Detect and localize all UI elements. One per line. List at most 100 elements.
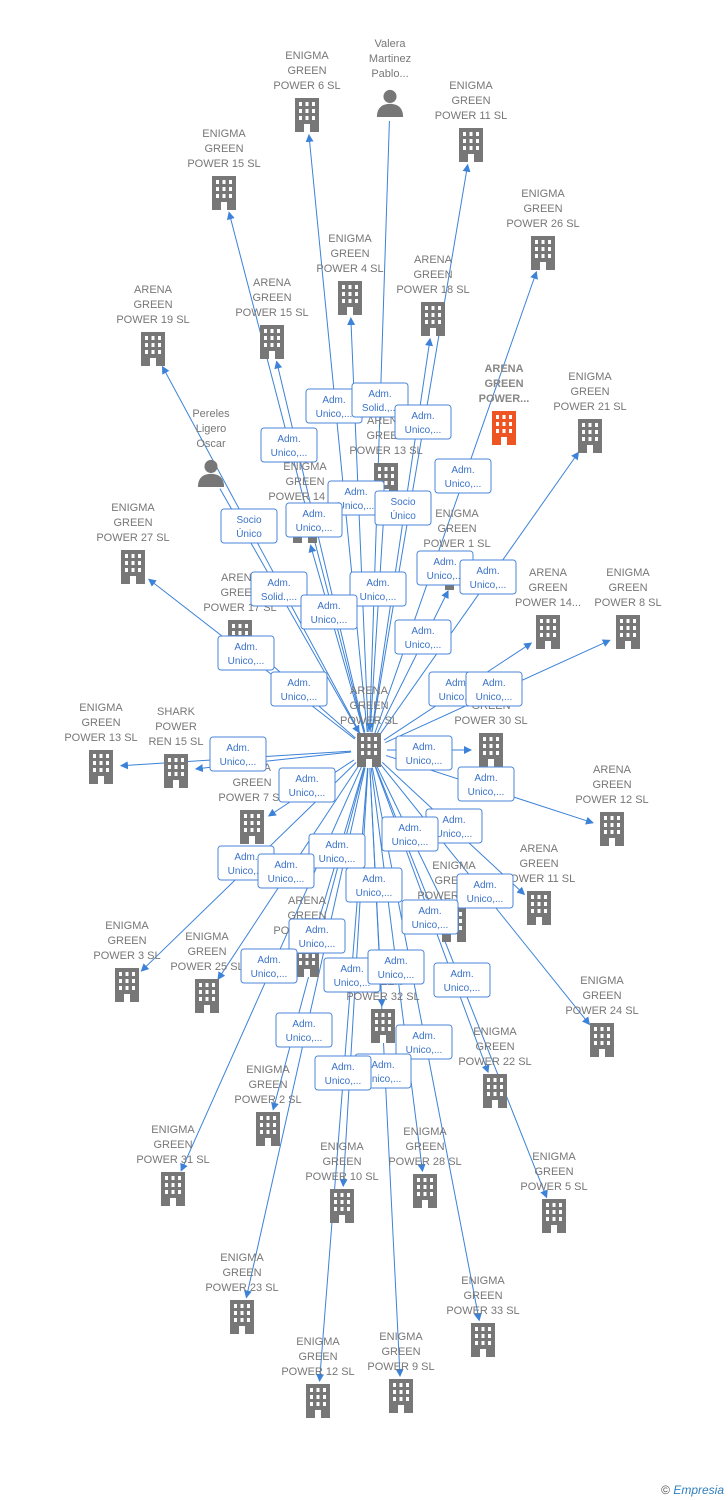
edge-label[interactable]: Adm.Unico,...	[395, 735, 453, 771]
edge-label[interactable]: Adm.Unico,...	[349, 571, 407, 607]
node-label-line: GREEN	[330, 248, 369, 260]
edge-label[interactable]: Adm.Unico,...	[459, 559, 517, 595]
edge-label[interactable]: Adm.Unico,...	[285, 502, 343, 538]
edge-label-text: Unico,...	[251, 969, 288, 980]
edge-label[interactable]: Adm.Unico,...	[275, 1012, 333, 1048]
edge-label[interactable]: Adm.Unico,...	[381, 816, 439, 852]
edge-label[interactable]: Adm.Unico,...	[314, 1055, 372, 1091]
edge-label[interactable]: Adm.Unico,...	[278, 767, 336, 803]
node-label-line: POWER 8 SL	[594, 597, 661, 609]
edge-label[interactable]: Adm.Unico,...	[209, 736, 267, 772]
edge-label[interactable]: Adm.Unico,...	[394, 404, 452, 440]
footer-brand[interactable]: © Empresia	[661, 1483, 724, 1497]
edge-label[interactable]: Adm.Unico,...	[395, 1024, 453, 1060]
edge-label-text: Adm.	[442, 815, 465, 826]
edge-label[interactable]: Adm.Unico,...	[434, 458, 492, 494]
edge-label[interactable]: Adm.Unico,...	[288, 918, 346, 954]
edge-label[interactable]: Adm. Unico,...	[300, 594, 358, 630]
node-label-line: ARENA	[288, 895, 327, 907]
edge-label-text: Adm.	[325, 840, 348, 851]
edge-label[interactable]: Adm.Solid.,...	[250, 571, 308, 607]
edge-label-text: Adm.	[476, 566, 499, 577]
edge-label-box	[367, 949, 425, 985]
edge-label[interactable]: Adm.Unico,...	[308, 833, 366, 869]
edge-label[interactable]: Adm.Solid.,...	[351, 382, 409, 418]
edge-label[interactable]: Adm.Unico,...	[465, 671, 523, 707]
edge-label-text: Adm.	[317, 601, 340, 612]
edge-label[interactable]: Adm.Unico,...	[401, 899, 459, 935]
edge-label[interactable]: Adm.Unico,...	[217, 635, 275, 671]
edge-label-text: Unico,...	[220, 757, 257, 768]
edge-label[interactable]: Adm.Unico,...	[260, 427, 318, 463]
node-label-line: GREEN	[381, 1346, 420, 1358]
edge-label[interactable]: Adm.Unico,...	[394, 619, 452, 655]
node-label-line: GREEN	[248, 1079, 287, 1091]
node-label-line: GREEN	[107, 935, 146, 947]
edge-label-box	[314, 1055, 372, 1091]
building-icon	[306, 1384, 330, 1418]
node-label-line: ENIGMA	[296, 1336, 340, 1348]
node-label-line: POWER 1 SL	[423, 538, 490, 550]
edge-label[interactable]: Adm.Unico,...	[240, 948, 298, 984]
edge-label-box	[433, 962, 491, 998]
building-icon	[89, 750, 113, 784]
edge-label[interactable]: Adm.Unico,...	[456, 873, 514, 909]
edge-label[interactable]: Adm.Unico,...	[257, 853, 315, 889]
edge-label-text: Unico,...	[406, 756, 443, 767]
edge-label-text: Unico,...	[311, 615, 348, 626]
edge-label[interactable]: Adm.Unico,...	[457, 766, 515, 802]
edge-label-text: Unico,...	[228, 656, 265, 667]
edge-label-box	[275, 1012, 333, 1048]
edge-label-box	[401, 899, 459, 935]
edge-label-box	[250, 571, 308, 607]
node-agpw[interactable]: ARENAGREENPOWER...	[479, 363, 530, 445]
edge-label[interactable]: Adm.Unico,...	[367, 949, 425, 985]
edge-label[interactable]: Adm.Unico,...	[345, 867, 403, 903]
node-label-line: POWER 27 SL	[96, 532, 169, 544]
building-icon	[330, 1189, 354, 1223]
node-label-line: ARENA	[134, 284, 173, 296]
node-valera[interactable]: ValeraMartinezPablo...	[369, 38, 411, 117]
edge-label[interactable]: Adm.Unico,...	[433, 962, 491, 998]
edge-label-box	[308, 833, 366, 869]
edge-label-text: Unico,...	[289, 788, 326, 799]
edge-label[interactable]: Adm.Unico,...	[270, 671, 328, 707]
building-icon	[527, 891, 551, 925]
